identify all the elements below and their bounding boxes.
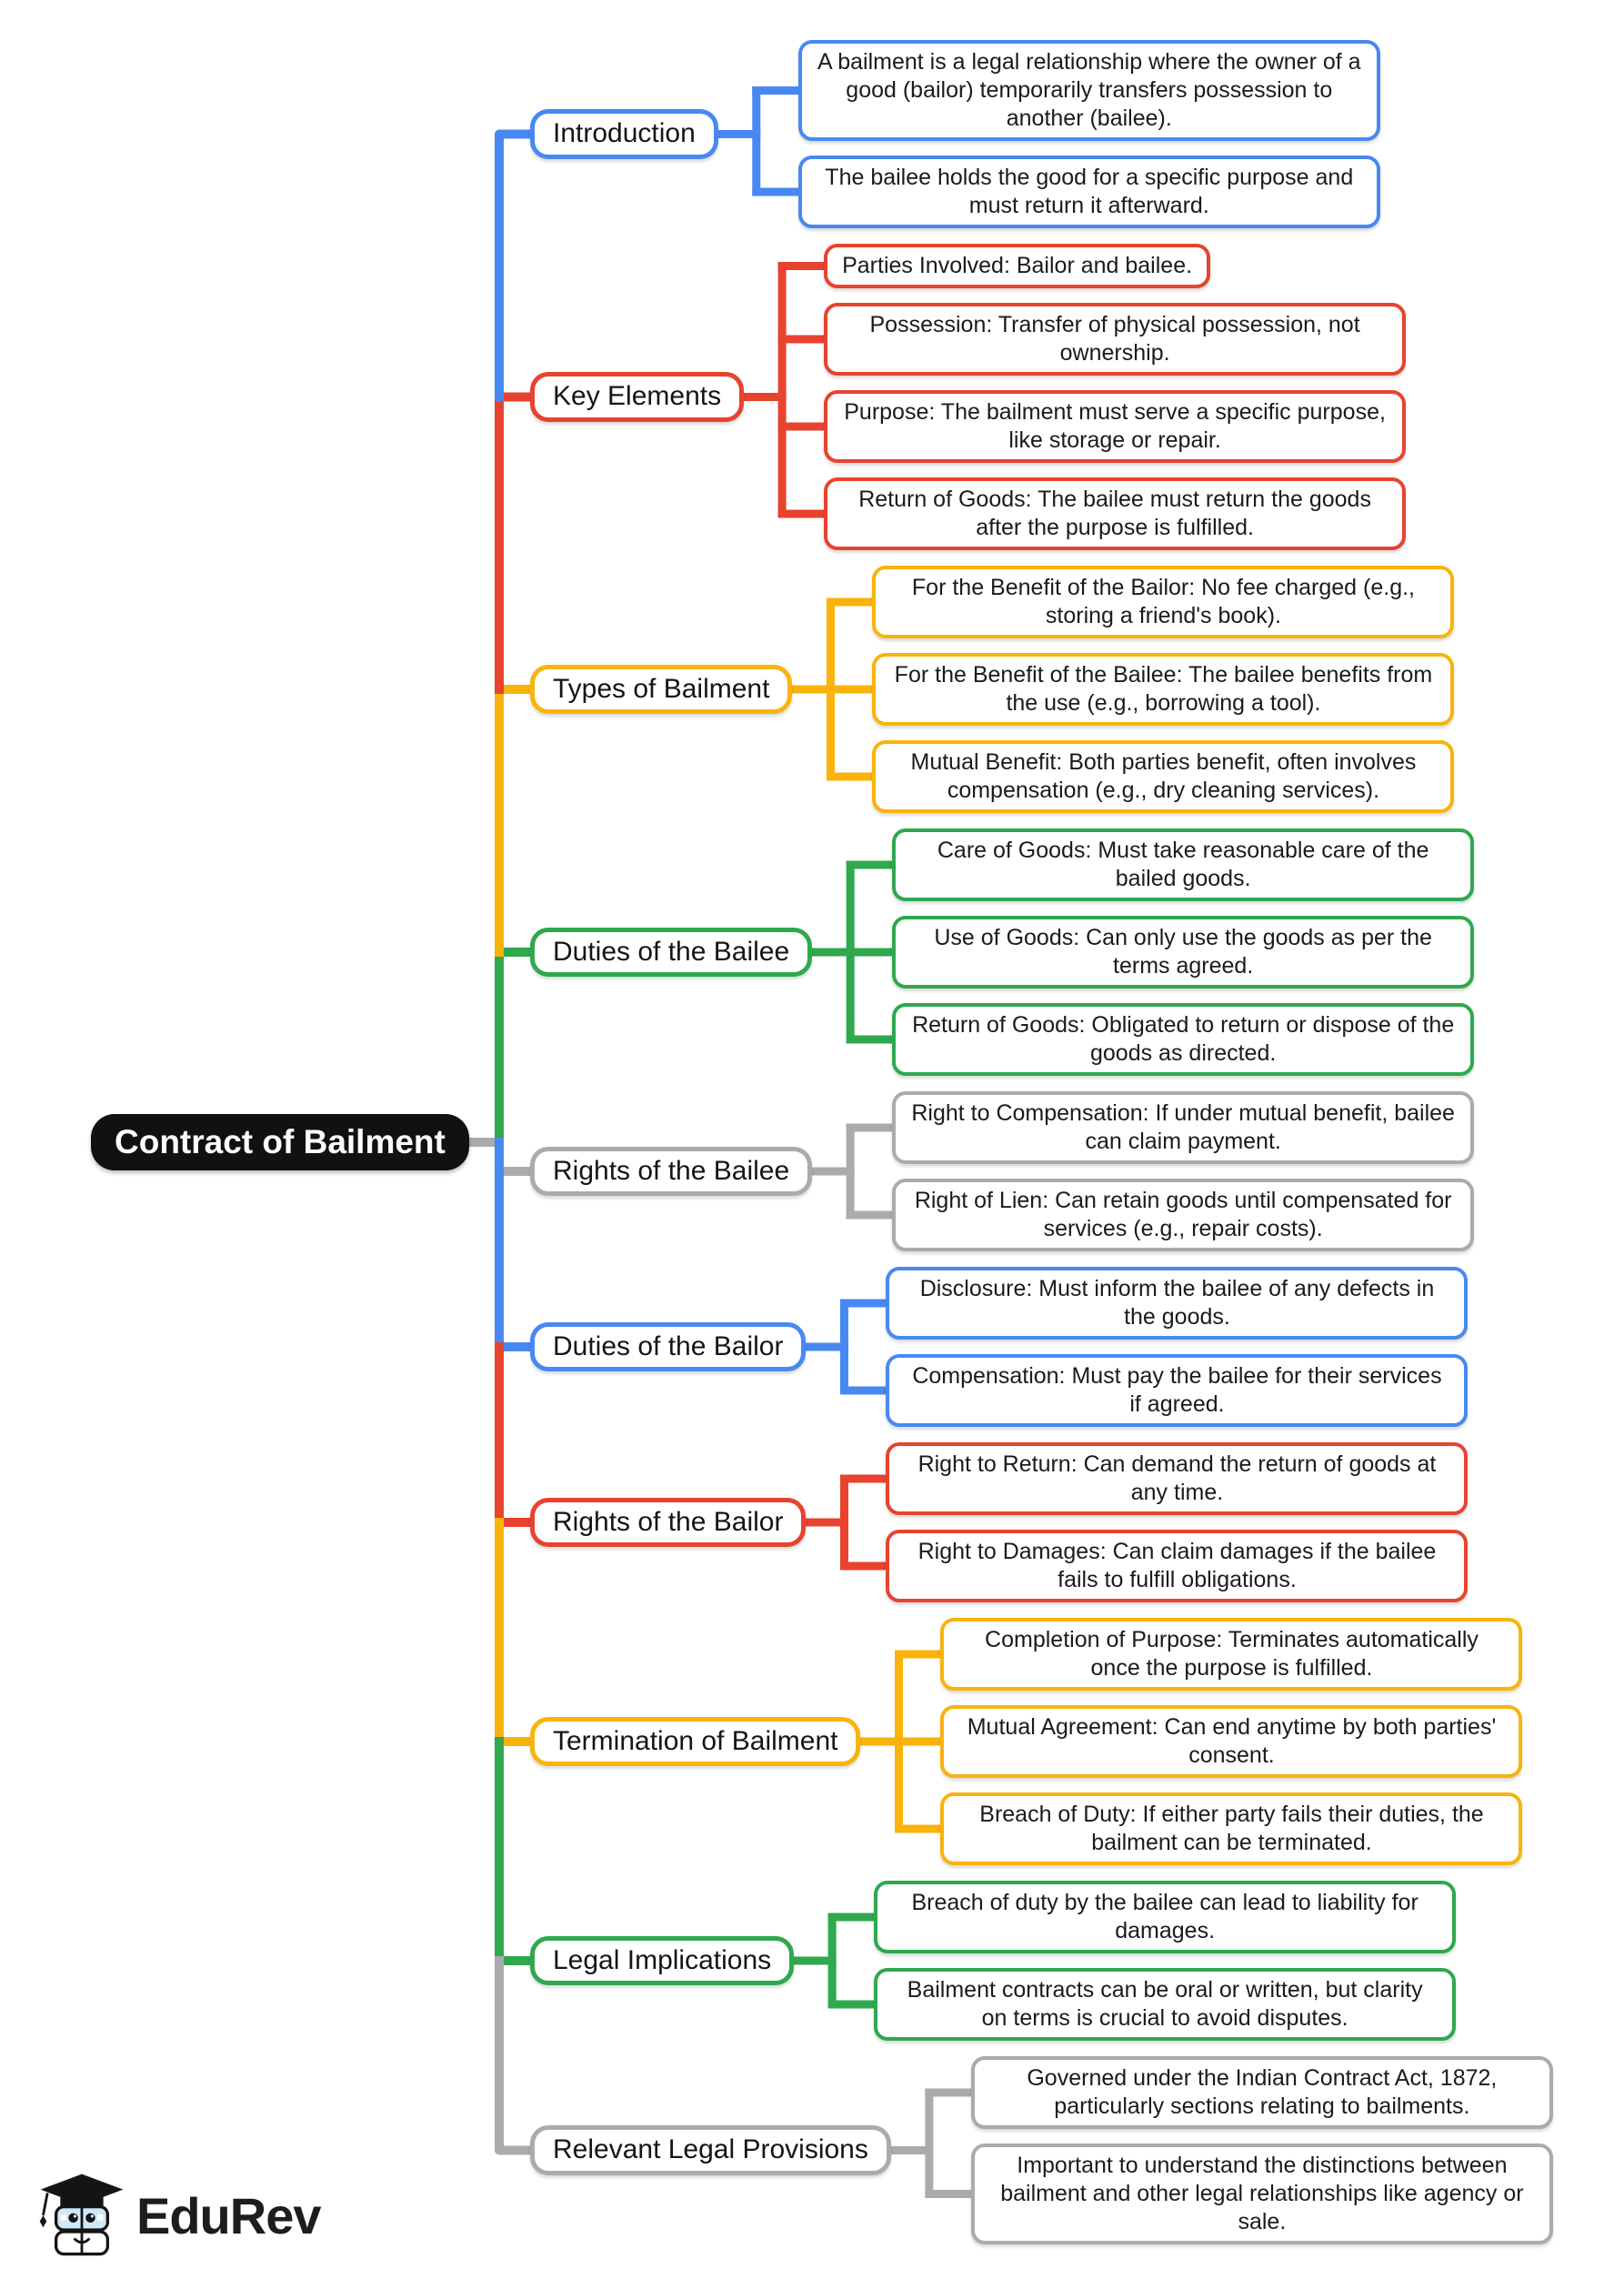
edurev-mascot-icon (39, 2174, 124, 2256)
leaves-column: For the Benefit of the Bailor: No fee ch… (872, 566, 1455, 813)
leaf-node: Right to Damages: Can claim damages if t… (886, 1530, 1469, 1602)
leaf-node: Completion of Purpose: Terminates automa… (940, 1618, 1523, 1691)
branch-key-elements: Key Elements Parties Involved: Bailor and… (530, 244, 1553, 550)
branches-container: Introduction A bailment is a legal relati… (530, 40, 1553, 2244)
leaves-column: Completion of Purpose: Terminates automa… (940, 1618, 1523, 1865)
leaf-node: For the Benefit of the Bailee: The baile… (872, 653, 1455, 726)
branch-types-of-bailment: Types of Bailment For the Benefit of the … (530, 566, 1553, 813)
leaf-node: The bailee holds the good for a specific… (797, 156, 1380, 228)
leaf-node: Breach of duty by the bailee can lead to… (874, 1881, 1457, 1953)
leaf-node: Right of Lien: Can retain goods until co… (892, 1179, 1475, 1251)
branch-legal-implications: Legal Implications Breach of duty by the … (530, 1881, 1553, 2041)
leaf-node: Use of Goods: Can only use the goods as … (892, 916, 1475, 989)
leaf-node: Parties Involved: Bailor and bailee. (824, 244, 1211, 288)
branch-introduction: Introduction A bailment is a legal relati… (530, 40, 1553, 228)
branch-rights-of-the-bailor: Rights of the Bailor Right to Return: Can… (530, 1442, 1553, 1602)
category-node: Introduction (530, 109, 718, 159)
leaf-node: Governed under the Indian Contract Act, … (970, 2056, 1553, 2129)
leaf-node: Purpose: The bailment must serve a speci… (824, 390, 1407, 463)
leaf-node: Return of Goods: The bailee must return … (824, 477, 1407, 550)
leaf-node: Return of Goods: Obligated to return or … (892, 1003, 1475, 1076)
branch-relevant-legal-provisions: Relevant Legal Provisions Governed under … (530, 2056, 1553, 2244)
category-node: Rights of the Bailee (530, 1146, 813, 1197)
leaf-node: Right to Return: Can demand the return o… (886, 1442, 1469, 1515)
leaf-node: For the Benefit of the Bailor: No fee ch… (872, 566, 1455, 638)
leaf-node: A bailment is a legal relationship where… (797, 40, 1380, 141)
leaves-column: Care of Goods: Must take reasonable care… (892, 828, 1475, 1076)
branch-termination-of-bailment: Termination of Bailment Completion of Pur… (530, 1618, 1553, 1865)
leaf-node: Care of Goods: Must take reasonable care… (892, 828, 1475, 901)
category-node: Termination of Bailment (530, 1716, 861, 1767)
edurev-logo: EduRev (35, 2168, 321, 2263)
leaves-column: A bailment is a legal relationship where… (797, 40, 1380, 228)
category-node: Relevant Legal Provisions (530, 2125, 891, 2175)
leaf-node: Mutual Benefit: Both parties benefit, of… (872, 740, 1455, 813)
leaves-column: Governed under the Indian Contract Act, … (970, 2056, 1553, 2244)
leaf-node: Breach of Duty: If either party fails th… (940, 1792, 1523, 1865)
category-node: Legal Implications (530, 1935, 795, 1986)
leaves-column: Breach of duty by the bailee can lead to… (874, 1881, 1457, 2041)
leaf-node: Compensation: Must pay the bailee for th… (886, 1354, 1469, 1427)
category-node: Key Elements (530, 372, 745, 422)
category-node: Rights of the Bailor (530, 1497, 807, 1548)
branch-rights-of-the-bailee: Rights of the Bailee Right to Compensatio… (530, 1091, 1553, 1251)
leaf-node: Important to understand the distinctions… (970, 2143, 1553, 2244)
leaf-node: Disclosure: Must inform the bailee of an… (886, 1267, 1469, 1340)
leaf-node: Bailment contracts can be oral or writte… (874, 1968, 1457, 2041)
leaves-column: Right to Return: Can demand the return o… (886, 1442, 1469, 1602)
edurev-brand-text: EduRev (136, 2186, 321, 2244)
branch-duties-of-the-bailor: Duties of the Bailor Disclosure: Must inf… (530, 1267, 1553, 1427)
root-node: Contract of Bailment (91, 1114, 469, 1170)
category-node: Duties of the Bailee (530, 927, 813, 978)
leaves-column: Right to Compensation: If under mutual b… (892, 1091, 1475, 1251)
leaves-column: Parties Involved: Bailor and bailee. Poss… (824, 244, 1407, 550)
leaves-column: Disclosure: Must inform the bailee of an… (886, 1267, 1469, 1427)
leaf-node: Mutual Agreement: Can end anytime by bot… (940, 1705, 1523, 1778)
leaf-node: Right to Compensation: If under mutual b… (892, 1091, 1475, 1164)
category-node: Types of Bailment (530, 664, 793, 715)
leaf-node: Possession: Transfer of physical possess… (824, 303, 1407, 376)
category-node: Duties of the Bailor (530, 1321, 807, 1372)
branch-duties-of-the-bailee: Duties of the Bailee Care of Goods: Must … (530, 828, 1553, 1076)
